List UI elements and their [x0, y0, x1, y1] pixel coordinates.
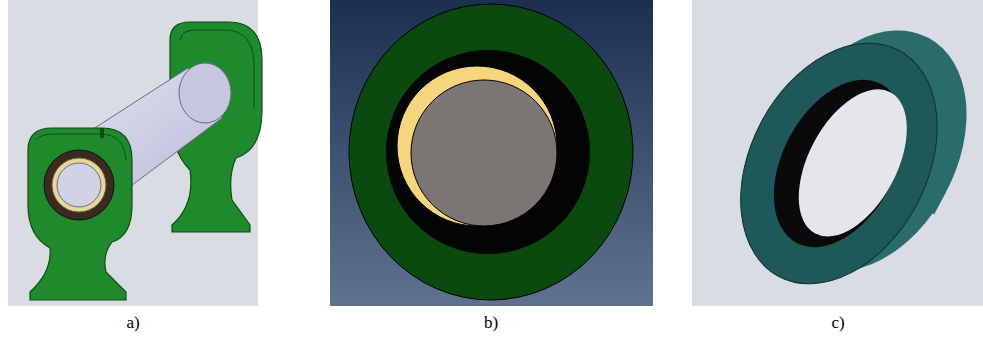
bearing-cross-section: [330, 0, 653, 306]
bushing-ring: [692, 0, 983, 327]
panel-label: a): [126, 313, 139, 333]
panel-label: c): [831, 313, 844, 333]
panel-label: b): [484, 313, 498, 333]
bearing-assembly: [8, 0, 262, 306]
